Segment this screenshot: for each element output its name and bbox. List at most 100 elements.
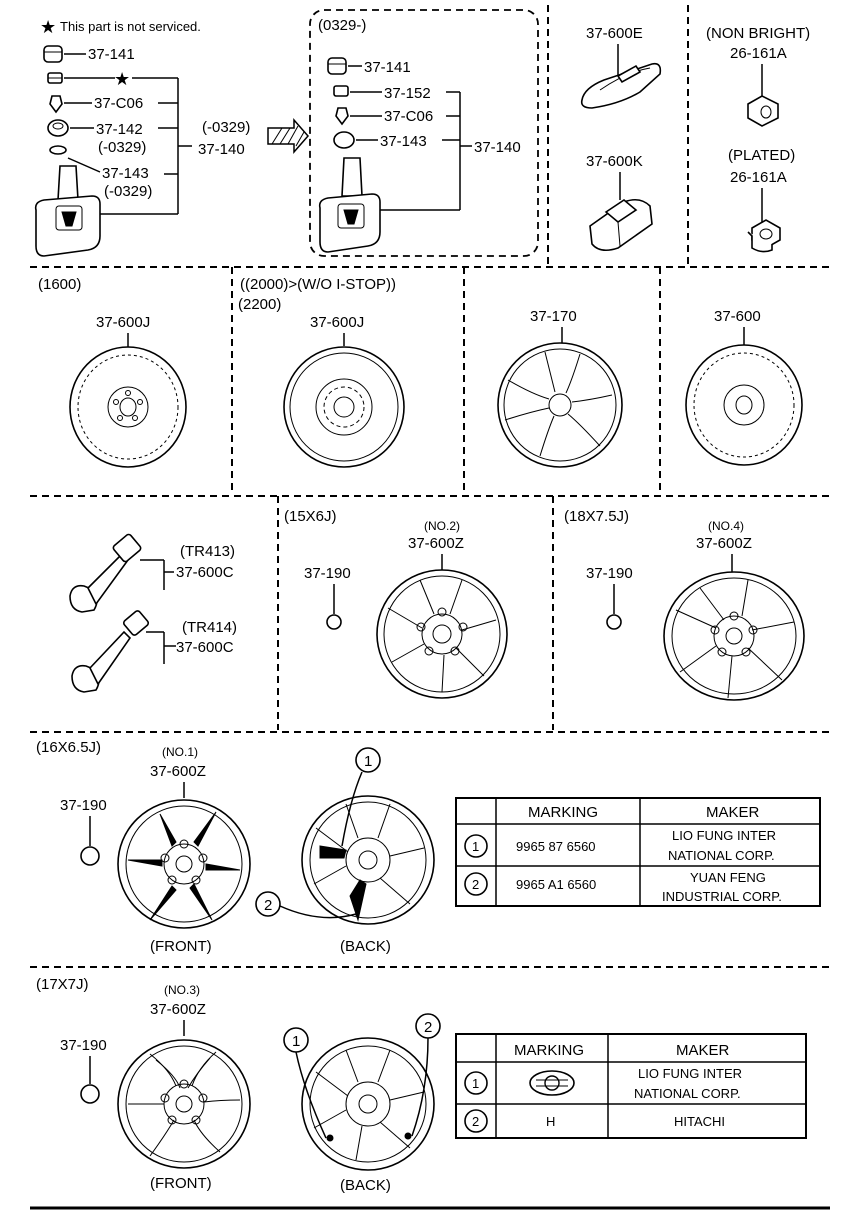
spare-wheel-1600: (1600) 37-600J [38, 276, 187, 468]
tr413-part: 37-600C [176, 564, 234, 581]
alloy-15-size: (15X6J) [284, 508, 337, 525]
spare-2000-label2: (2200) [238, 296, 281, 313]
table17-header-maker: MAKER [676, 1042, 730, 1059]
lfm-logo-icon [529, 1070, 575, 1096]
spare-wheel-2000: ((2000)>(W/O I-STOP)) (2200) 37-600J [238, 276, 405, 468]
alloy-17-callout2: 2 [424, 1019, 432, 1036]
steel-spare-wheel-icon [69, 346, 187, 468]
non-bright-label: (NON BRIGHT) [706, 25, 810, 42]
table16-row2-marking: 9965 A1 6560 [516, 877, 596, 892]
alloy-17-part: 37-600Z [150, 1001, 206, 1018]
table16-header-maker: MAKER [706, 804, 760, 821]
alloy-16-back: (BACK) [340, 938, 391, 955]
tpms-sensor-icon [318, 157, 381, 253]
steel-wheel-part: 37-600 [714, 308, 761, 325]
alloy-18-no: (NO.4) [708, 519, 744, 533]
steel-wheel: 37-600 [685, 308, 803, 466]
alloy-wheel-16-front-icon [117, 799, 251, 929]
alloy-17-front: (FRONT) [150, 1175, 212, 1192]
alloy-15-part: 37-600Z [408, 535, 464, 552]
valve-insert-icon [49, 95, 63, 114]
table16-row2-num: 2 [472, 877, 479, 892]
table16-row2-maker1: YUAN FENG [690, 870, 766, 885]
alloy-16-no: (NO.1) [162, 745, 198, 759]
callout-2-icon [255, 891, 281, 917]
clip-weight-icon [580, 62, 662, 109]
alloy-15-cap: 37-190 [304, 565, 351, 582]
adhesive-weight-icon [589, 198, 653, 252]
tpms-sensor-icon [34, 165, 101, 257]
marking-table-17: MARKING MAKER 1 LIO FUNG INTER NATIONAL … [455, 1033, 807, 1139]
assembly-37-140-new: 37-140 [474, 139, 521, 156]
table17-row2-marking: H [546, 1114, 555, 1129]
alloy-16-front: (FRONT) [150, 938, 212, 955]
label-37-c06-new: 37-C06 [384, 108, 433, 125]
center-cap-icon [606, 614, 622, 630]
wheel-nuts: (NON BRIGHT) 26-161A (PLATED) 26-161A [706, 25, 810, 253]
center-cap-icon [80, 846, 100, 866]
alloy-17-no: (NO.3) [164, 983, 200, 997]
callout-2-icon [464, 1109, 488, 1133]
spare-2000-part: 37-600J [310, 314, 364, 331]
table16-row1-marking: 9965 87 6560 [516, 839, 596, 854]
plated-label: (PLATED) [728, 147, 795, 164]
tr414-part: 37-600C [176, 639, 234, 656]
alloy-wheel-17-front-icon [117, 1039, 251, 1169]
label-37-143: 37-143 [102, 165, 149, 182]
alloy-16-callout1: 1 [364, 753, 372, 770]
section-dividers [30, 5, 830, 1210]
alloy-16-part: 37-600Z [150, 763, 206, 780]
alloy-wheel-17: (17X7J) 37-190 (NO.3) 37-600Z (FRONT) [36, 976, 807, 1194]
balance-weights: 37-600E 37-600K [580, 25, 662, 252]
table16-row1-maker2: NATIONAL CORP. [668, 848, 775, 863]
assembly-range-old: (-0329) [202, 119, 250, 136]
valve-cap-icon [327, 57, 347, 75]
alloy-15-no: (NO.2) [424, 519, 460, 533]
label-37-600k: 37-600K [586, 153, 643, 170]
sensor-group-new: (0329-) 37-141 37-152 37-C06 37-143 37-1… [309, 9, 539, 257]
table17-row1-maker1: LIO FUNG INTER [638, 1066, 742, 1081]
table17-row1-maker2: NATIONAL CORP. [634, 1086, 741, 1101]
alloy-16-callout2: 2 [264, 897, 272, 914]
table16-row2-maker2: INDUSTRIAL CORP. [662, 889, 782, 904]
range-37-143: (-0329) [104, 183, 152, 200]
valve-stem-tr413-icon [69, 533, 142, 613]
assembly-37-140-old: 37-140 [198, 141, 245, 158]
plated-part: 26-161A [730, 169, 787, 186]
lug-nut-icon [747, 95, 779, 127]
valve-stem-tr414-icon [71, 610, 150, 693]
grommet-icon [47, 119, 69, 137]
not-serviced-note: This part is not serviced. [60, 19, 201, 34]
grommet-icon [333, 131, 355, 149]
marking-table-16: MARKING MAKER 1 9965 87 6560 LIO FUNG IN… [455, 797, 821, 907]
label-37-c06: 37-C06 [94, 95, 143, 112]
callout-1-icon [355, 747, 381, 773]
alloy-17-cap: 37-190 [60, 1037, 107, 1054]
valve-insert-icon [335, 107, 349, 126]
tr413-label: (TR413) [180, 543, 235, 560]
center-cap-icon [326, 614, 342, 630]
non-bright-part: 26-161A [730, 45, 787, 62]
alloy-18-part: 37-600Z [696, 535, 752, 552]
alloy-17-back: (BACK) [340, 1177, 391, 1194]
alloy-17-size: (17X7J) [36, 976, 89, 993]
table17-header-marking: MARKING [514, 1042, 584, 1059]
spare-1600-label: (1600) [38, 276, 81, 293]
wheel-cover-icon [497, 342, 623, 468]
star-icon: ★ [40, 17, 56, 37]
steel-wheel-icon [685, 344, 803, 466]
star-icon: ★ [114, 69, 130, 89]
alloy-wheel-16: (16X6.5J) 37-190 (NO.1) 37-600Z (FRONT) [36, 739, 821, 955]
valve-cap-icon [43, 45, 63, 63]
callout-2-icon [464, 872, 488, 896]
range-0329: (0329-) [318, 17, 366, 34]
alloy-17-callout1: 1 [292, 1033, 300, 1050]
callout-1-icon [464, 834, 488, 858]
wheel-cover: 37-170 [497, 308, 623, 468]
label-37-600e: 37-600E [586, 25, 643, 42]
alloy-wheel-16-back-icon [301, 795, 435, 925]
alloy-wheel-17-back-icon [301, 1037, 435, 1171]
temporary-spare-wheel-icon [283, 346, 405, 468]
alloy-18-cap: 37-190 [586, 565, 633, 582]
